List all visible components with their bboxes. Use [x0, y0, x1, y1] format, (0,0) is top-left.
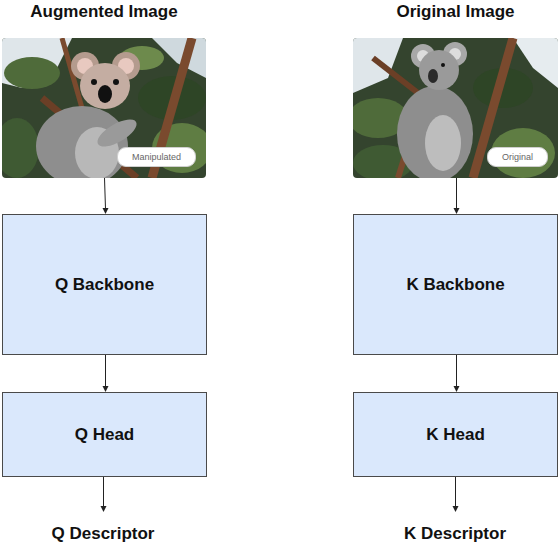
image-badge: Manipulated [117, 147, 196, 167]
arrow-head [454, 386, 460, 392]
descriptor-label: K Descriptor [355, 524, 555, 544]
arrow-head [103, 208, 109, 214]
connector-line [105, 355, 106, 387]
descriptor-arrow-head [453, 506, 459, 512]
connector-arrow [103, 178, 109, 214]
descriptor-arrow-line [103, 476, 104, 507]
arrow-head [103, 386, 109, 392]
arrow-head [454, 208, 460, 214]
image-badge: Original [487, 147, 548, 167]
descriptor-label: Q Descriptor [3, 524, 203, 544]
process-box: K Backbone [353, 214, 558, 355]
connector-line [456, 178, 457, 209]
box-label: Q Head [75, 425, 135, 445]
process-box: K Head [353, 392, 558, 477]
connector-arrow [103, 355, 109, 392]
image-title: Original Image [333, 2, 560, 22]
process-box: Q Head [2, 392, 207, 477]
image-title: Augmented Image [0, 2, 226, 22]
image-panel: Original ImageOriginal [353, 38, 558, 178]
connector-arrow [454, 355, 460, 392]
descriptor-arrow-line [455, 476, 456, 507]
connector-line [456, 355, 457, 387]
connector-arrow [454, 178, 460, 214]
box-label: K Head [426, 425, 485, 445]
box-label: K Backbone [406, 275, 504, 295]
process-box: Q Backbone [2, 214, 207, 355]
connector-line [105, 178, 106, 209]
box-label: Q Backbone [55, 275, 154, 295]
image-panel: Augmented ImageManipulated [2, 38, 206, 178]
descriptor-arrow-head [101, 506, 107, 512]
